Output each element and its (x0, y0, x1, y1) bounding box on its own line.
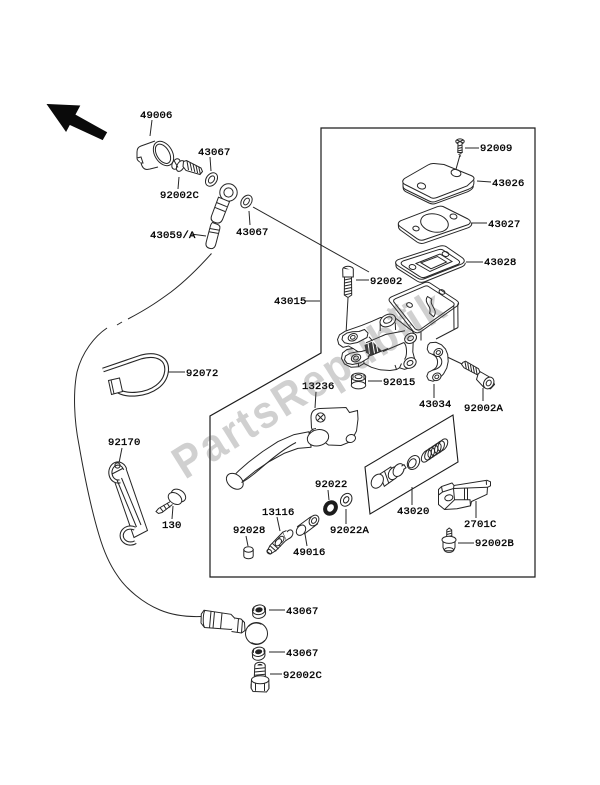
svg-text:92170: 92170 (108, 437, 141, 449)
svg-text:13236: 13236 (302, 381, 335, 393)
svg-text:92002: 92002 (370, 276, 403, 288)
svg-text:130: 130 (162, 520, 182, 532)
svg-text:49016: 49016 (293, 547, 326, 559)
svg-text:43067: 43067 (236, 227, 269, 239)
svg-text:13116: 13116 (262, 507, 295, 519)
svg-text:92022A: 92022A (330, 525, 370, 537)
svg-text:43067: 43067 (286, 648, 319, 660)
svg-text:43027: 43027 (488, 219, 521, 231)
svg-text:43028: 43028 (484, 257, 517, 269)
svg-text:92022: 92022 (315, 479, 348, 491)
svg-text:92002A: 92002A (464, 403, 504, 415)
svg-text:2701C: 2701C (464, 519, 497, 531)
svg-text:43020: 43020 (397, 506, 430, 518)
svg-text:43026: 43026 (492, 178, 525, 190)
svg-text:92002B: 92002B (475, 538, 514, 550)
svg-text:92002C: 92002C (283, 670, 322, 682)
svg-text:92002C: 92002C (160, 190, 199, 202)
svg-text:92028: 92028 (233, 525, 266, 537)
svg-text:92072: 92072 (186, 368, 219, 380)
svg-text:43067: 43067 (198, 147, 231, 159)
svg-text:92015: 92015 (383, 377, 416, 389)
svg-text:49006: 49006 (140, 110, 173, 122)
svg-text:43015: 43015 (274, 296, 307, 308)
svg-text:43067: 43067 (286, 606, 319, 618)
svg-text:43059/A: 43059/A (150, 230, 196, 242)
svg-text:92009: 92009 (480, 143, 513, 155)
svg-text:43034: 43034 (419, 399, 452, 411)
